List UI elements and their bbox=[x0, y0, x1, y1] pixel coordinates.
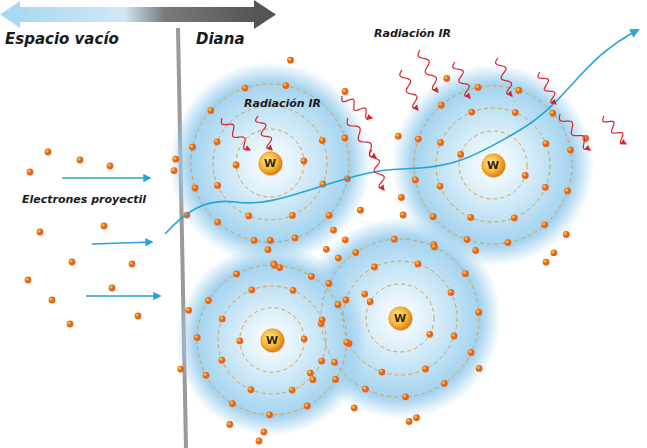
element-symbol: W bbox=[266, 335, 278, 346]
nucleus-circle: W bbox=[258, 151, 283, 176]
nucleus-circle: W bbox=[260, 328, 285, 353]
annotation-label: Radiación IR bbox=[244, 97, 321, 110]
nucleus-circle: W bbox=[481, 153, 506, 178]
annotation-label: Radiación IR bbox=[374, 27, 451, 40]
region-label: Diana bbox=[196, 30, 245, 48]
region-label: Espacio vacío bbox=[5, 30, 119, 48]
element-symbol: W bbox=[264, 158, 276, 169]
annotation-label: Electrones proyectil bbox=[22, 193, 146, 206]
nucleus-circle: W bbox=[388, 306, 413, 331]
element-symbol: W bbox=[394, 313, 406, 324]
element-symbol: W bbox=[487, 160, 499, 171]
